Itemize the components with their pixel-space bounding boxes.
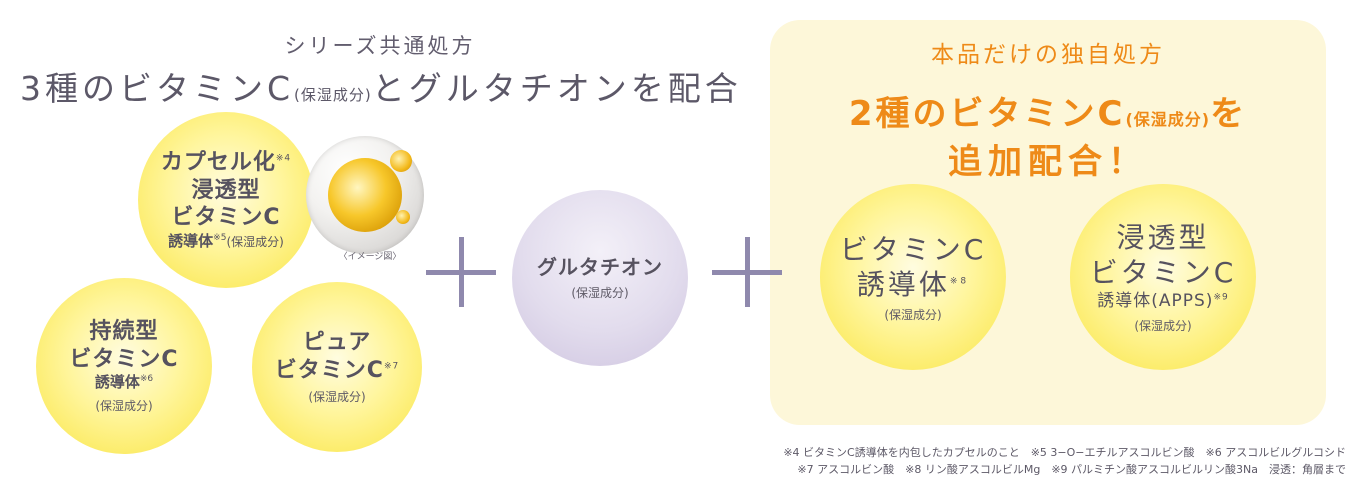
right-headline-b: (保湿成分) [1125, 110, 1211, 129]
sustained-paren: (保湿成分) [95, 398, 153, 413]
vitc-derivative-paren: (保湿成分) [884, 307, 942, 322]
capsule-line3: ビタミンC [171, 205, 281, 230]
pure-note: ※7 [383, 361, 400, 372]
capsule-note2: ※5 [213, 232, 227, 243]
apps-note: ※9 [1213, 292, 1229, 303]
capsule-bubble [396, 210, 410, 224]
capsule-image-label: 〈イメージ図〉 [338, 252, 402, 262]
sustained-note: ※6 [139, 374, 154, 385]
vitc-derivative-line2: 誘導体 [856, 267, 950, 301]
left-headline-c: とグルタチオンを配合 [371, 69, 742, 108]
pure-paren: (保湿成分) [308, 390, 366, 404]
apps-paren: (保湿成分) [1134, 318, 1192, 333]
sustained-vitc-circle: 持続型 ビタミンC 誘導体※6 (保湿成分) [36, 278, 212, 454]
capsule-line2: 浸透型 [191, 177, 261, 203]
right-headline-a: 2種のビタミンC [848, 94, 1126, 134]
capsule-bubble [390, 150, 412, 172]
pure-line2: ビタミンC [274, 357, 384, 383]
right-subtitle: 本品だけの独自処方 [931, 42, 1165, 68]
capsule-image [306, 136, 424, 254]
plus-icon [712, 237, 782, 307]
capsule-core [328, 158, 402, 232]
right-headline-c: を [1210, 94, 1248, 134]
sustained-line1: 持続型 [89, 319, 159, 345]
capsule-paren: (保湿成分) [226, 234, 284, 249]
footnotes: ※4 ビタミンC誘導体を内包したカプセルのこと ※5 3−O−エチルアスコルビン… [586, 444, 1346, 478]
capsule-note1: ※4 [275, 153, 292, 164]
left-headline-a: 3種のビタミンC [20, 69, 295, 108]
vitc-derivative-circle: ビタミンC 誘導体※8 (保湿成分) [820, 184, 1006, 370]
pure-vitc-circle: ピュア ビタミンC※7 (保湿成分) [252, 282, 422, 452]
left-headline-b: (保湿成分) [294, 86, 372, 104]
glutathione-circle: グルタチオン (保湿成分) [512, 190, 688, 366]
right-headline-2: 追加配合！ [948, 142, 1148, 182]
vitc-derivative-line1: ビタミンC [839, 232, 987, 266]
capsule-vitc-circle: カプセル化※4 浸透型 ビタミンC 誘導体※5(保湿成分) [138, 112, 314, 288]
apps-line3: 誘導体(APPS) [1097, 291, 1214, 312]
apps-line2: ビタミンC [1089, 256, 1237, 290]
apps-circle: 浸透型 ビタミンC 誘導体(APPS)※9 (保湿成分) [1070, 184, 1256, 370]
glutathione-line1: グルタチオン [537, 255, 663, 279]
plus-icon [426, 237, 496, 307]
right-headline: 2種のビタミンC(保湿成分)を [770, 86, 1326, 135]
left-subtitle: シリーズ共通処方 [284, 34, 476, 58]
sustained-line2: ビタミンC [69, 346, 179, 372]
pure-line1: ピュア [302, 330, 372, 355]
glutathione-paren: (保湿成分) [571, 286, 629, 300]
apps-line1: 浸透型 [1116, 221, 1210, 255]
sustained-line3: 誘導体 [94, 373, 140, 392]
vitc-derivative-note: ※8 [949, 276, 970, 287]
capsule-line4: 誘導体 [168, 231, 214, 250]
capsule-line1: カプセル化 [160, 150, 276, 175]
footnote-line2: ※7 アスコルビン酸 ※8 リン酸アスコルビルMg ※9 パルミチン酸アスコルビ… [797, 463, 1346, 476]
footnote-line1: ※4 ビタミンC誘導体を内包したカプセルのこと ※5 3−O−エチルアスコルビン… [783, 446, 1346, 459]
left-headline: 3種のビタミンC(保湿成分)とグルタチオンを配合 [20, 62, 740, 110]
